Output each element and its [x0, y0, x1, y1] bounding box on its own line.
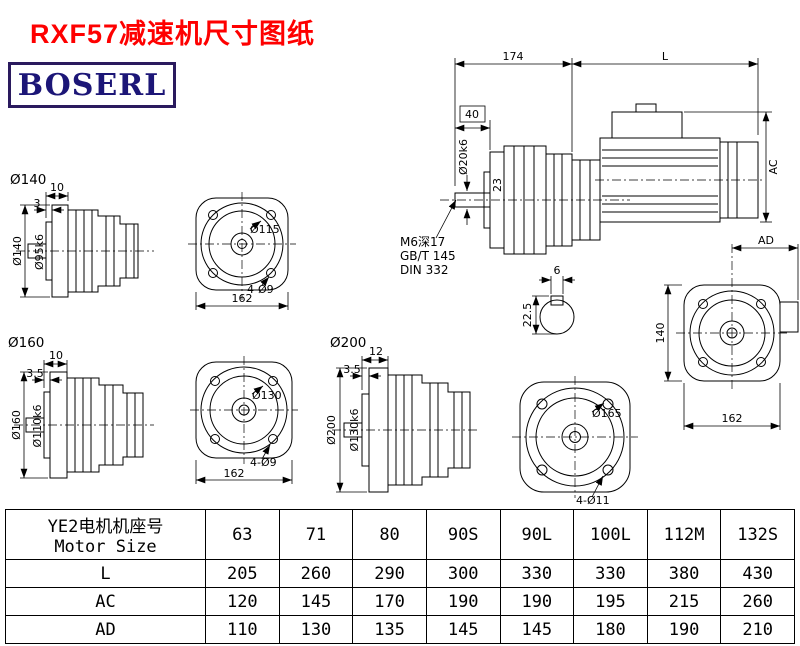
flange200-label: Ø200: [330, 335, 366, 351]
table-cell: 135: [352, 615, 427, 644]
size-col-header: 90L: [499, 509, 575, 560]
main-side-view: 174 L 40 Ø20k6: [400, 50, 780, 335]
table-cell: 205: [205, 559, 280, 588]
dim-label: AC: [767, 159, 780, 174]
dim-label: 4-Ø9: [250, 456, 277, 469]
size-col-header: 112M: [646, 509, 722, 560]
flange200-front-view: Ø165 4-Ø11: [512, 376, 638, 507]
table-cell: 260: [720, 587, 795, 616]
dim-label: 140: [654, 323, 667, 344]
tap-note-line2: GB/T 145: [400, 249, 456, 263]
table-header-row: YE2电机机座号 Motor Size 63 71 80 90S 90L 100…: [5, 509, 795, 560]
table-cell: 290: [352, 559, 427, 588]
table-cell: 430: [720, 559, 795, 588]
row-label-L: L: [5, 559, 206, 588]
dim-label: 6: [554, 264, 561, 277]
table-row-AD: AD 110 130 135 145 145 180 190 210: [5, 615, 795, 644]
table-cell: 190: [499, 587, 575, 616]
table-cell: 145: [425, 615, 501, 644]
table-row-AC: AC 120 145 170 190 190 195 215 260: [5, 587, 795, 616]
dim-label: 12: [369, 345, 383, 358]
dim-label: 23: [491, 178, 504, 192]
dim-label: 3.5: [343, 363, 361, 376]
dim-label: 162: [722, 412, 743, 425]
table-cell: 330: [499, 559, 575, 588]
header-en: Motor Size: [54, 537, 157, 557]
table-cell: 190: [646, 615, 722, 644]
dim-label: 40: [465, 108, 479, 121]
row-label-AC: AC: [5, 587, 206, 616]
dim-label: 162: [224, 467, 245, 480]
table-cell: 190: [425, 587, 501, 616]
dim-label: AD: [758, 234, 774, 247]
size-col-header: 71: [278, 509, 354, 560]
size-col-header: 80: [352, 509, 427, 560]
dim-label: 22.5: [521, 303, 534, 328]
motor-size-table: YE2电机机座号 Motor Size 63 71 80 90S 90L 100…: [5, 509, 795, 644]
size-col-header: 100L: [573, 509, 648, 560]
table-cell: 120: [205, 587, 280, 616]
table-header-motor-size: YE2电机机座号 Motor Size: [5, 509, 206, 560]
table-cell: 145: [499, 615, 575, 644]
table-cell: 130: [278, 615, 354, 644]
dim-label: 3: [34, 197, 41, 210]
dim-label: 174: [503, 50, 524, 63]
table-cell: 180: [573, 615, 648, 644]
tap-note-line1: M6深17: [400, 235, 445, 249]
table-cell: 380: [646, 559, 722, 588]
dim-label: Ø160: [10, 410, 23, 440]
dim-label: 10: [50, 181, 64, 194]
dim-label: Ø140: [11, 236, 24, 266]
header-cn: YE2电机机座号: [47, 517, 164, 537]
table-cell: 210: [720, 615, 795, 644]
table-cell: 145: [278, 587, 354, 616]
table-cell: 330: [573, 559, 648, 588]
dim-label: 162: [232, 292, 253, 305]
dim-label: Ø130: [252, 389, 282, 402]
flange140-label: Ø140: [10, 172, 46, 188]
dim-label: Ø200: [325, 415, 338, 445]
dim-label: Ø165: [592, 407, 622, 420]
table-row-L: L 205 260 290 300 330 330 380 430: [5, 559, 795, 588]
table-cell: 260: [278, 559, 354, 588]
dim-label: 4-Ø9: [247, 283, 274, 296]
flange140-front-view: Ø115 4-Ø9 162: [188, 192, 296, 310]
flange160-side-view: 10 3.5 Ø160 Ø110k6: [10, 349, 154, 479]
dimension-drawing: Ø140 Ø160 Ø200 10 3 Ø140 Ø95k6: [8, 50, 799, 507]
table-cell: 110: [205, 615, 280, 644]
brand-logo-text: BOSERL: [17, 67, 167, 103]
dim-label: Ø130k6: [348, 408, 361, 451]
flange160-front-view: Ø130 4-Ø9 162: [190, 356, 298, 484]
brand-logo: BOSERL: [8, 62, 176, 108]
table-cell: 215: [646, 587, 722, 616]
flange160-label: Ø160: [8, 335, 44, 351]
main-front-view: AD 140 162: [654, 234, 799, 430]
page-title: RXF57减速机尺寸图纸: [30, 19, 316, 49]
dim-label: Ø115: [250, 223, 280, 236]
table-cell: 195: [573, 587, 648, 616]
dim-label: Ø20k6: [457, 139, 470, 175]
dim-label: Ø110k6: [31, 404, 44, 447]
flange140-side-view: 10 3 Ø140 Ø95k6: [11, 181, 154, 298]
size-col-header: 63: [205, 509, 280, 560]
flange200-side-view: 12 3.5 Ø200 Ø130k6: [325, 345, 478, 493]
table-cell: 170: [352, 587, 427, 616]
dim-label: Ø95k6: [33, 234, 46, 270]
table-cell: 300: [425, 559, 501, 588]
dim-label: 4-Ø11: [576, 494, 610, 507]
dim-label: 10: [49, 349, 63, 362]
size-col-header: 90S: [425, 509, 501, 560]
dim-label: 3.5: [26, 367, 44, 380]
row-label-AD: AD: [5, 615, 206, 644]
size-col-header: 132S: [720, 509, 795, 560]
dim-label: L: [662, 50, 669, 63]
tap-note-line3: DIN 332: [400, 263, 448, 277]
